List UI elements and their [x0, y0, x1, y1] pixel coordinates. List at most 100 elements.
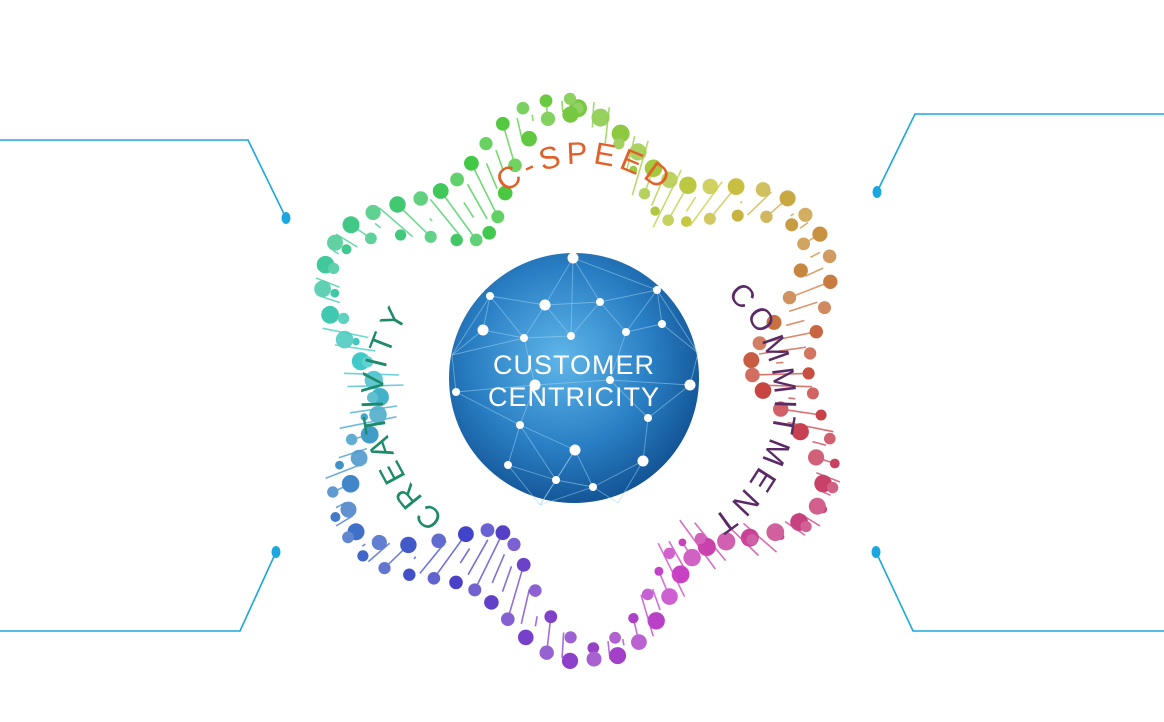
helix-bead: [378, 562, 391, 575]
helix-bead: [364, 370, 383, 390]
helix-bead: [365, 232, 377, 245]
helix-rung: [809, 251, 821, 259]
network-link: [656, 289, 699, 354]
helix-rung: [491, 553, 506, 584]
network-node: [477, 324, 489, 336]
helix-bead: [389, 196, 406, 213]
network-link: [539, 479, 557, 506]
helix-bead: [365, 204, 381, 221]
helix-bead: [431, 533, 447, 549]
helix-bead: [717, 532, 736, 551]
network-node: [622, 328, 630, 336]
helix-bead: [327, 486, 339, 498]
network-link: [592, 460, 644, 488]
network-globe: [449, 252, 699, 506]
helix-bead: [497, 185, 513, 201]
helix-bead: [479, 137, 493, 151]
helix-bead: [464, 155, 479, 171]
helix-bead: [340, 501, 357, 518]
helix-bead: [752, 336, 767, 351]
helix-rung: [788, 301, 818, 313]
helix-bead: [694, 532, 706, 545]
helix-rung: [640, 594, 654, 637]
helix-rung: [822, 490, 831, 497]
helix-bead: [754, 382, 772, 399]
helix-bead: [495, 116, 510, 131]
network-node: [529, 379, 541, 391]
helix-bead: [591, 108, 610, 127]
helix-rung: [520, 589, 531, 624]
helix-bead: [341, 475, 360, 493]
helix-bead: [586, 651, 602, 667]
helix-bead: [521, 130, 537, 147]
helix-bead: [450, 233, 463, 247]
helix-rung: [789, 281, 831, 299]
network-node: [567, 252, 579, 264]
helix-bead: [766, 314, 782, 330]
helix-bead: [495, 525, 511, 541]
helix-bead: [785, 218, 799, 232]
helix-bead: [337, 312, 350, 325]
network-node: [589, 483, 597, 491]
helix-bead: [629, 165, 638, 174]
network-link: [507, 464, 541, 506]
helix-rung: [332, 250, 340, 255]
helix-bead: [371, 534, 387, 551]
helix-bead: [360, 413, 368, 421]
network-link: [519, 424, 557, 481]
helix-bead: [782, 290, 797, 305]
network-link: [625, 289, 658, 333]
bottom-right-callout: [875, 551, 1164, 632]
helix-rung: [786, 319, 805, 327]
helix-bead: [647, 612, 665, 630]
helix-bead: [491, 210, 505, 224]
network-link: [656, 289, 663, 325]
helix-bead: [413, 191, 429, 206]
network-link: [642, 417, 649, 462]
helix-rung: [631, 140, 649, 196]
network-link: [572, 257, 601, 303]
network-link: [489, 295, 546, 306]
helix-rung: [315, 277, 340, 288]
helix-bead: [330, 288, 340, 298]
helix-rung: [467, 539, 489, 576]
helix-bead: [539, 645, 554, 660]
helix-bead: [469, 233, 483, 247]
network-node: [567, 332, 575, 340]
helix-bead: [613, 138, 625, 150]
helix-bead: [654, 566, 664, 576]
helix-rung: [495, 149, 505, 172]
network-node: [539, 299, 551, 311]
top-right-callout: [876, 113, 1164, 193]
helix-rung: [322, 327, 369, 339]
helix-rung: [784, 520, 806, 536]
network-link: [570, 301, 601, 337]
helix-rung: [339, 416, 397, 430]
helix-bead: [468, 583, 482, 597]
helix-rung: [790, 213, 795, 217]
helix-rung: [474, 532, 504, 591]
network-link: [572, 257, 658, 291]
helix-bead: [345, 433, 358, 446]
network-link: [507, 464, 557, 481]
network-link: [451, 354, 457, 393]
helix-rung: [689, 181, 723, 227]
helix-rung: [652, 169, 682, 228]
helix-rung: [742, 522, 778, 553]
helix-bead: [755, 182, 771, 197]
helix-bead: [815, 409, 827, 421]
helix-rung: [466, 183, 488, 220]
network-link: [489, 295, 525, 339]
helix-bead: [330, 512, 341, 522]
helix-bead: [335, 460, 344, 470]
network-link: [661, 323, 699, 354]
helix-rung: [758, 346, 807, 355]
helix-rung: [561, 632, 565, 659]
network-node: [653, 286, 661, 294]
network-link: [507, 424, 521, 466]
helix-bead: [458, 526, 474, 543]
helix-bead: [342, 531, 354, 544]
network-node: [684, 379, 696, 391]
helix-rung: [747, 191, 773, 216]
